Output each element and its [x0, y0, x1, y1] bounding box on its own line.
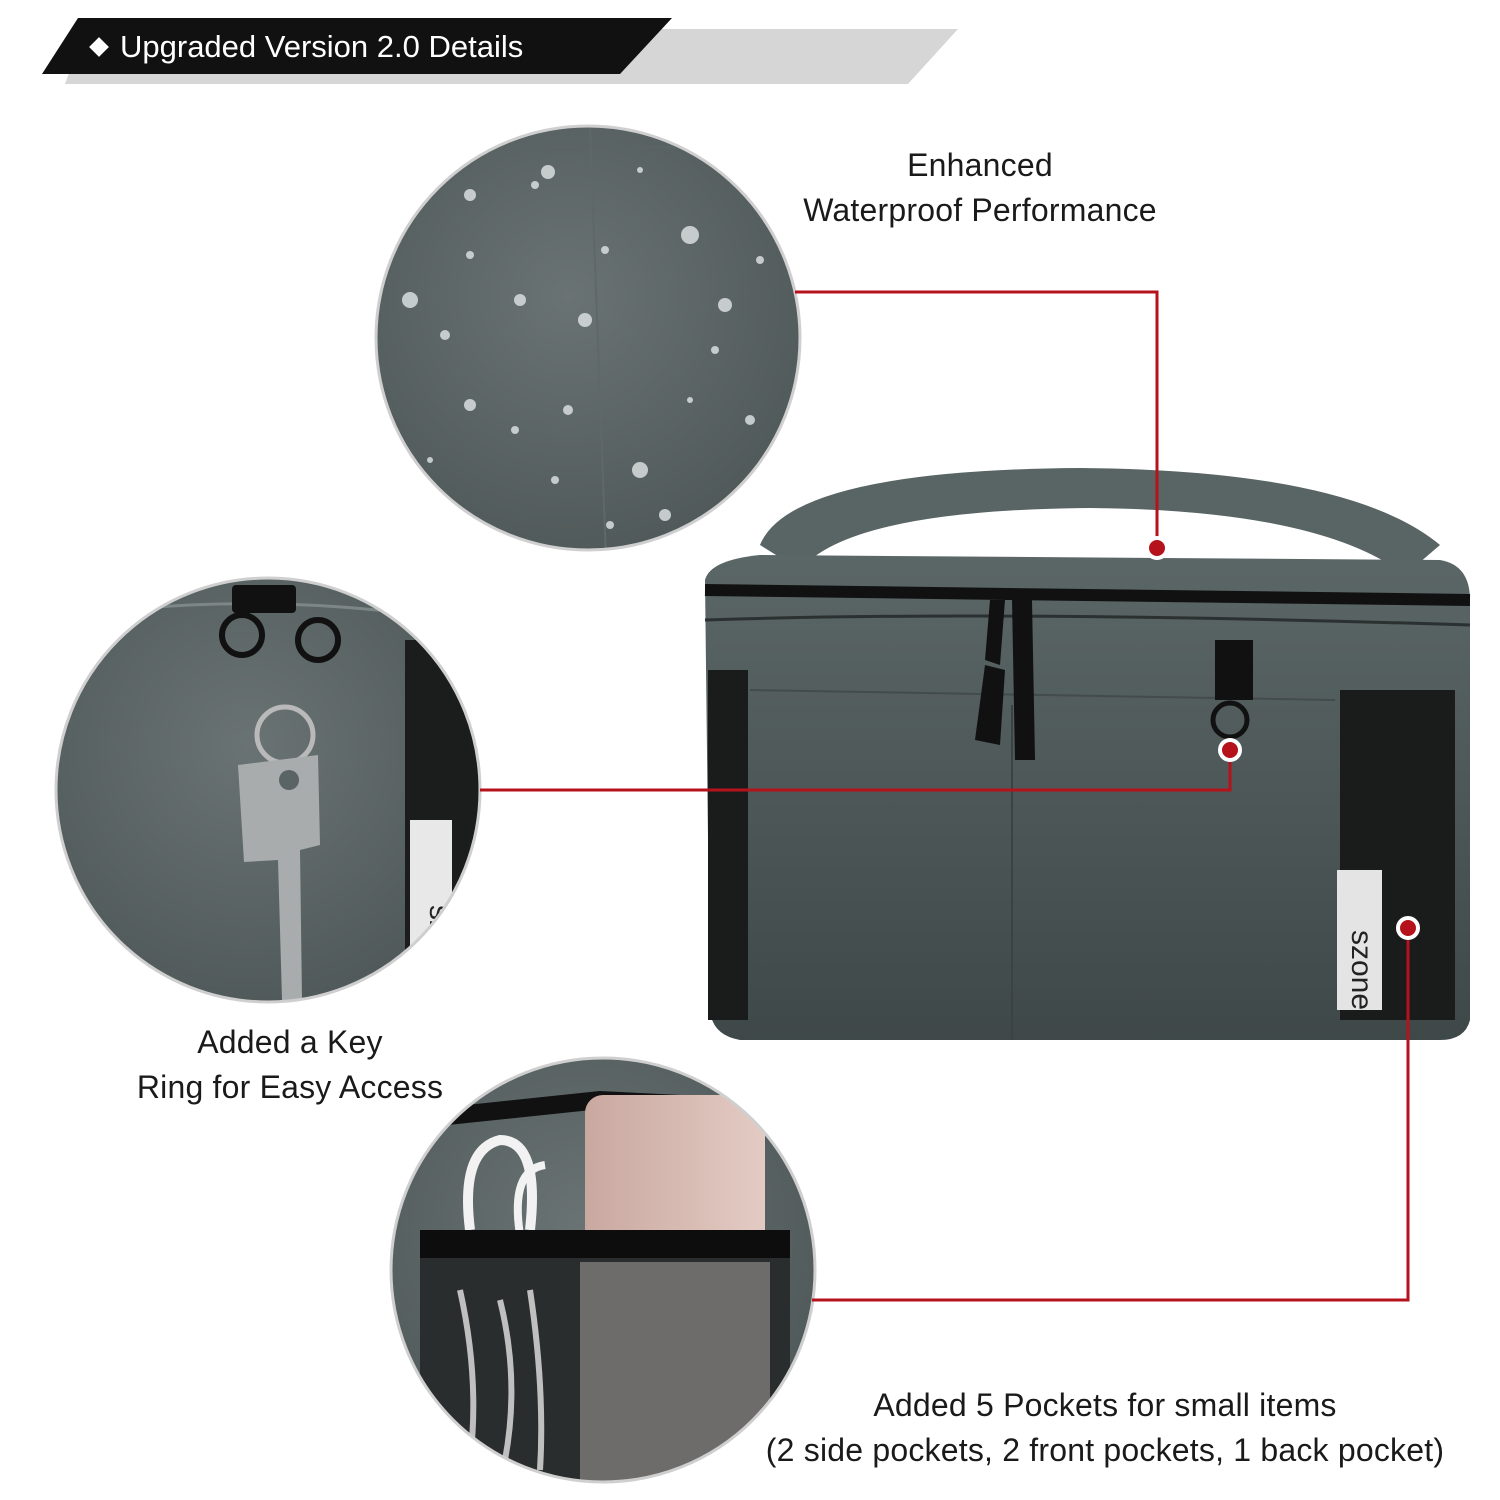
banner-title: Upgraded Version 2.0 Details — [120, 29, 524, 64]
key-ring-caption-line2: Ring for Easy Access — [136, 1069, 444, 1105]
leader-dots — [1145, 536, 1420, 940]
svg-text:szone: szone — [1345, 930, 1378, 1010]
waterproof-caption: Enhanced Waterproof Performance — [760, 143, 1200, 233]
pockets-caption: Added 5 Pockets for small items (2 side … — [720, 1383, 1490, 1473]
pockets-detail-image — [391, 1058, 815, 1482]
waterproof-detail-image — [376, 126, 800, 550]
pockets-caption-line2: (2 side pockets, 2 front pockets, 1 back… — [765, 1432, 1445, 1468]
waterproof-caption-line2: Waterproof Performance — [803, 192, 1157, 228]
water-droplets — [402, 165, 764, 529]
leader-lines — [480, 290, 1410, 1302]
key-ring-detail-image: szone — [56, 578, 480, 1002]
key-ring-caption: Added a Key Ring for Easy Access — [100, 1020, 480, 1110]
waterproof-caption-line1: Enhanced — [907, 147, 1053, 183]
key-ring-caption-line1: Added a Key — [197, 1024, 383, 1060]
banner-shadow — [42, 18, 958, 84]
pockets-caption-line1: Added 5 Pockets for small items — [873, 1387, 1337, 1423]
banner: Upgraded Version 2.0 Details — [89, 22, 524, 72]
camera-bag-image: szone — [704, 468, 1471, 1040]
